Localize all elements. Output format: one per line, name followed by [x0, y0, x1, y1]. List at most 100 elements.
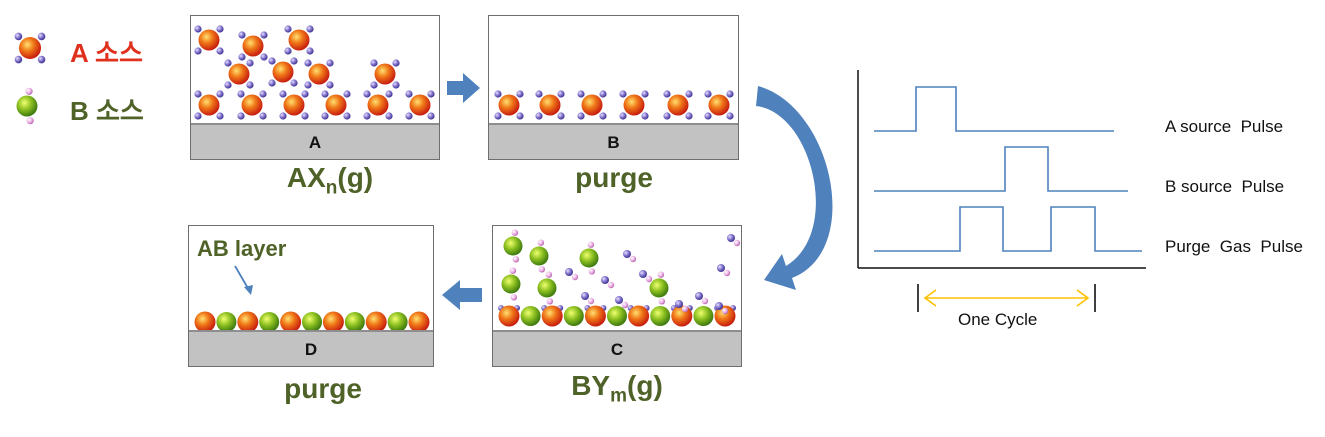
x-ligand-atom: [516, 112, 524, 120]
x-ligand-atom: [216, 90, 224, 98]
byproduct-ligand-atom: [681, 305, 689, 313]
x-ligand-atom: [279, 112, 287, 120]
b-layer-atom: [387, 312, 408, 332]
byproduct-ligand-atom: [727, 234, 735, 242]
x-ligand-atom: [392, 59, 400, 67]
x-ligand-atom: [301, 112, 309, 120]
byproduct-ligand-atom: [565, 268, 573, 276]
a-precursor-atom: [198, 94, 220, 116]
byproduct-ligand-atom: [571, 273, 579, 281]
substrate: [191, 123, 439, 159]
x-ligand-atom: [557, 112, 565, 120]
substrate: [489, 123, 738, 159]
a-precursor-atom: [374, 63, 396, 85]
panel-c-caption: BYm(g): [497, 370, 737, 408]
x-ligand-atom: [284, 25, 292, 33]
x-ligand-atom: [392, 81, 400, 89]
x-ligand-atom: [37, 32, 46, 41]
y-ligand-atom: [538, 266, 546, 273]
a-layer-atom: [584, 305, 606, 327]
a-source-pulse-waveform: [874, 86, 1114, 132]
ab-layer-annotation: AB layer: [197, 236, 287, 261]
y-ligand-atom: [587, 241, 595, 248]
a-precursor-atom: [708, 94, 730, 116]
one-cycle-span-arrow: [917, 284, 1096, 312]
y-ligand-atom: [26, 117, 34, 125]
byproduct-ligand-atom: [715, 302, 723, 310]
panel-a-caption-subscript: n: [325, 177, 338, 199]
b-source-pulse-waveform: [874, 146, 1128, 192]
x-ligand-atom: [304, 81, 312, 89]
x-ligand-atom: [194, 25, 202, 33]
y-ligand-atom: [509, 267, 517, 274]
byproduct-ligand-atom: [629, 255, 637, 263]
x-ligand-atom: [535, 112, 543, 120]
a-precursor-atom: [325, 94, 347, 116]
panel-a-caption: AXn(g): [210, 162, 450, 200]
x-ligand-atom: [641, 112, 649, 120]
x-ligand-atom: [726, 90, 734, 98]
x-ligand-atom: [363, 90, 371, 98]
x-ligand-atom: [427, 90, 435, 98]
panel-c-molecules: [498, 229, 741, 327]
panel-b-molecules: [494, 90, 734, 120]
x-ligand-atom: [194, 112, 202, 120]
x-ligand-atom: [343, 90, 351, 98]
x-ligand-atom: [405, 90, 413, 98]
byproduct-ligand-atom: [587, 297, 595, 305]
a-precursor-atom: [228, 63, 250, 85]
panel-b-caption: purge: [575, 162, 653, 193]
a-layer-atom: [365, 311, 387, 333]
b-layer-atom: [259, 312, 280, 332]
panel-c-precursor-b: C: [492, 225, 742, 367]
panel-a-letter: A: [308, 133, 322, 152]
b-layer-atom: [563, 306, 584, 326]
panel-c-caption-main: BY: [571, 370, 611, 401]
legend-a-label: A 소스: [70, 38, 143, 68]
x-ligand-atom: [599, 112, 607, 120]
x-ligand-atom: [216, 25, 224, 33]
x-ligand-atom: [306, 47, 314, 55]
b-layer-atom: [607, 306, 627, 326]
byproduct-ligand-atom: [601, 276, 609, 284]
x-ligand-atom: [268, 79, 276, 87]
x-ligand-atom: [237, 112, 245, 120]
b-layer-atom: [520, 306, 541, 326]
arrow-c-to-d-icon: [442, 280, 482, 310]
panel-c-caption-tail: (g): [627, 370, 663, 401]
a-layer-atom: [498, 305, 520, 327]
byproduct-ligand-atom: [615, 296, 623, 304]
x-ligand-atom: [321, 112, 329, 120]
x-ligand-atom: [370, 59, 378, 67]
y-ligand-atom: [537, 239, 545, 246]
x-ligand-atom: [216, 47, 224, 55]
x-ligand-atom: [14, 32, 23, 41]
a-precursor-atom: [241, 94, 263, 116]
x-ligand-atom: [516, 90, 524, 98]
legend-b-source-icon: [16, 87, 38, 125]
a-layer-atom: [714, 305, 736, 327]
byproduct-ligand-atom: [621, 301, 629, 309]
x-ligand-atom: [216, 112, 224, 120]
x-ligand-atom: [246, 59, 254, 67]
x-ligand-atom: [238, 31, 246, 39]
x-ligand-atom: [363, 112, 371, 120]
a-layer-atom: [541, 305, 563, 327]
x-ligand-atom: [619, 112, 627, 120]
substrate: [189, 330, 433, 366]
b-layer-atom: [693, 306, 714, 326]
b-precursor-atom: [503, 236, 523, 256]
y-ligand-atom: [511, 229, 519, 236]
byproduct-ligand-atom: [623, 250, 631, 258]
x-ligand-atom: [704, 90, 712, 98]
purge-gas-pulse-label: Purge Gas Pulse: [1165, 237, 1303, 256]
x-ligand-atom: [246, 81, 254, 89]
a-layer-atom: [408, 311, 430, 333]
panel-b-letter: B: [607, 133, 620, 152]
x-ligand-atom: [663, 112, 671, 120]
x-ligand-atom: [260, 31, 268, 39]
x-ligand-atom: [326, 81, 334, 89]
a-precursor-atom: [581, 94, 603, 116]
x-ligand-atom: [259, 90, 267, 98]
y-ligand-atom: [545, 271, 553, 278]
